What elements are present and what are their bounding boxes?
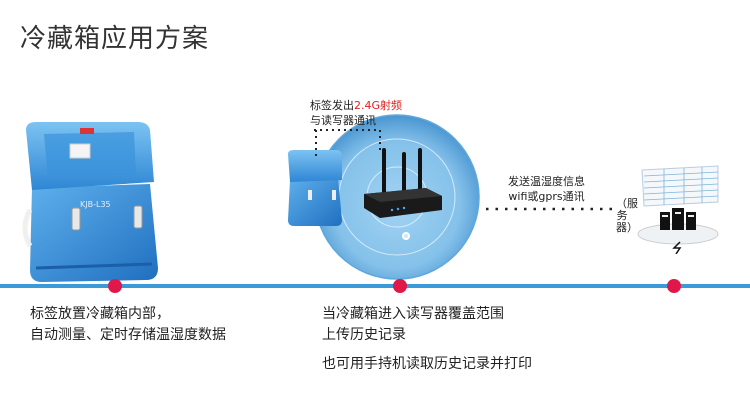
transmit-label-line1: 发送温湿度信息 — [508, 175, 585, 188]
timeline-bar — [0, 284, 750, 288]
tag-connector-dots — [314, 129, 381, 160]
tag-label-prefix: 标签发出 — [310, 99, 354, 112]
cooler-model-label: KJB-L35 — [80, 200, 111, 209]
tag-label-highlight: 2.4G射频 — [354, 99, 403, 112]
cooler-box-icon — [22, 122, 158, 282]
server-label: （服务器） — [616, 197, 638, 234]
caption-left: 标签放置冷藏箱内部， 自动测量、定时存储温湿度数据 — [30, 304, 226, 346]
tag-rf-label: 标签发出2.4G射频 与读写器通讯 — [310, 98, 402, 128]
tag-label-line2: 与读写器通讯 — [310, 114, 376, 127]
page-title: 冷藏箱应用方案 — [20, 24, 210, 54]
timeline-node-2 — [393, 279, 407, 293]
timeline-node-1 — [108, 279, 122, 293]
caption-middle: 当冷藏箱进入读写器覆盖范围 上传历史记录 也可用手持机读取历史记录并打印 — [322, 304, 532, 375]
server-icon — [637, 165, 719, 254]
caption-left-line2: 自动测量、定时存储温湿度数据 — [30, 327, 226, 343]
caption-left-line1: 标签放置冷藏箱内部， — [30, 306, 170, 322]
transmit-connector-dots — [486, 207, 614, 211]
timeline-node-3 — [667, 279, 681, 293]
caption-middle-line2: 上传历史记录 — [322, 327, 406, 343]
transmit-label-line2: wifi或gprs通讯 — [508, 190, 585, 203]
caption-middle-line1: 当冷藏箱进入读写器覆盖范围 — [322, 306, 504, 322]
reader-router-icon — [364, 148, 442, 218]
transmit-label: 发送温湿度信息 wifi或gprs通讯 — [508, 174, 585, 204]
caption-middle-line3: 也可用手持机读取历史记录并打印 — [322, 356, 532, 372]
cooler-box-small-icon — [288, 150, 342, 226]
